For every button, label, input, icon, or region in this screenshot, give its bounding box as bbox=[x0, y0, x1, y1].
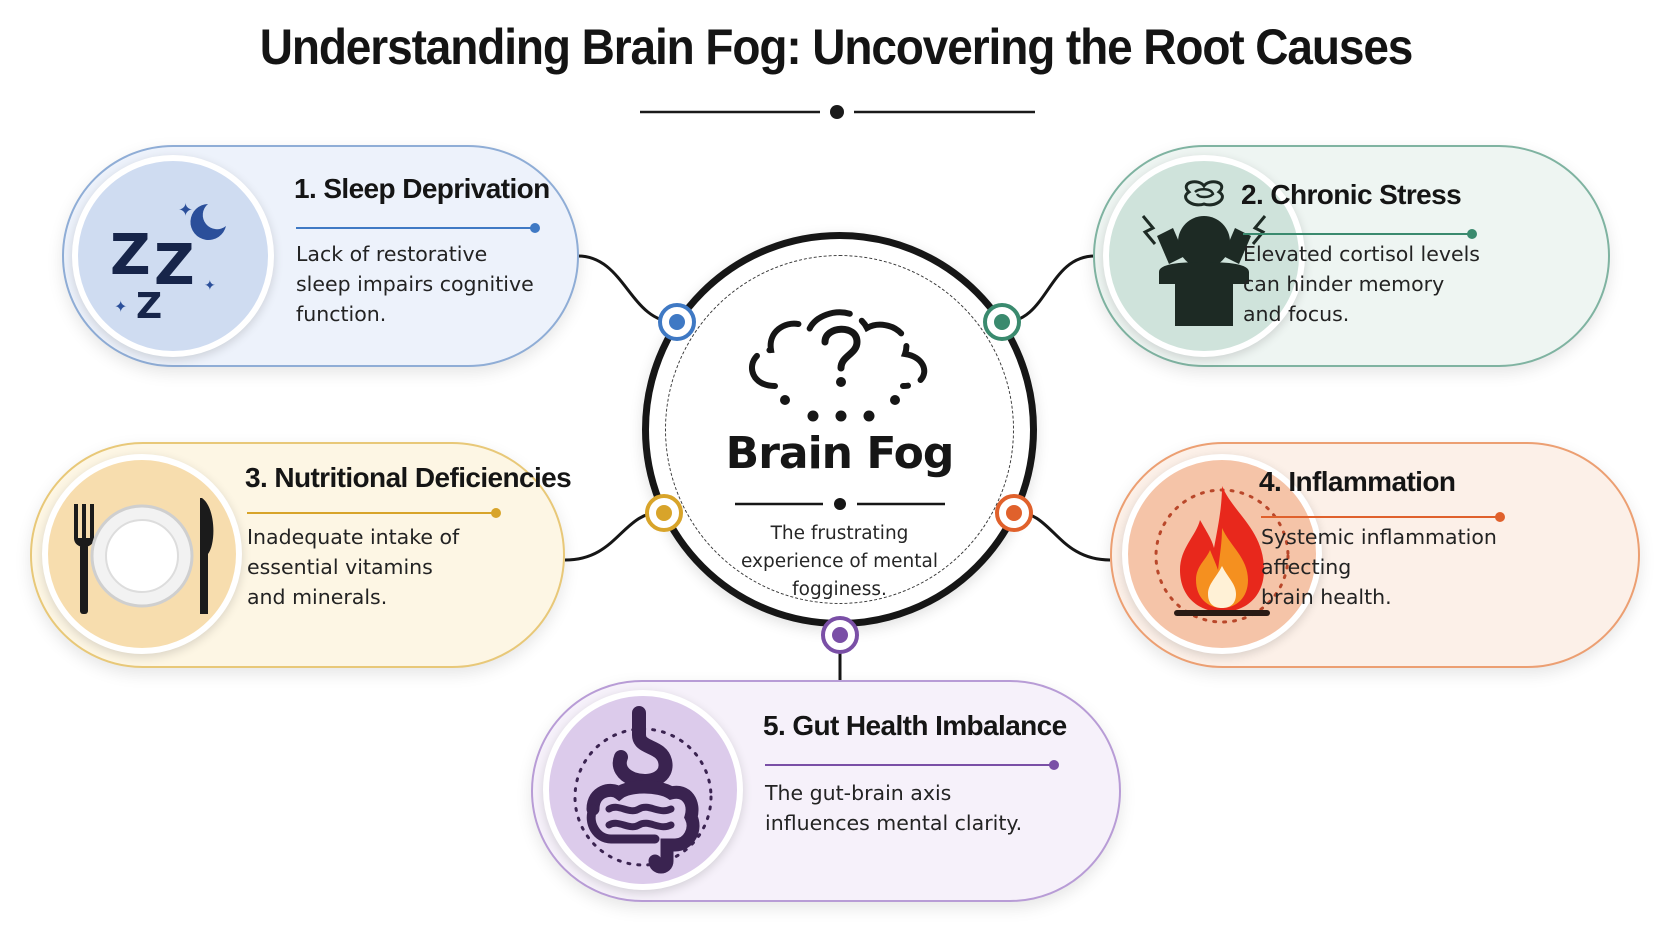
node-inflammation bbox=[995, 494, 1033, 532]
svg-text:Z: Z bbox=[136, 286, 162, 326]
svg-text:Z: Z bbox=[154, 233, 195, 298]
card-rule bbox=[1243, 229, 1477, 239]
card-rule bbox=[765, 760, 1059, 770]
cause-card-inflammation: 4. Inflammation Systemic inflammation af… bbox=[1110, 442, 1640, 668]
node-sleep bbox=[658, 303, 696, 341]
node-gut bbox=[821, 616, 859, 654]
cause-card-gut-health-imbalance: 5. Gut Health Imbalance The gut-brain ax… bbox=[531, 680, 1121, 902]
cause-card-chronic-stress: 2. Chronic Stress Elevated cortisol leve… bbox=[1093, 145, 1610, 367]
cause-card-nutritional-deficiencies: 3. Nutritional Deficiencies Inadequate i… bbox=[30, 442, 572, 668]
svg-text:✦: ✦ bbox=[204, 278, 216, 294]
card-description: Elevated cortisol levels can hinder memo… bbox=[1243, 242, 1480, 326]
card-description: Systemic inflammation affecting brain he… bbox=[1261, 525, 1497, 609]
plate-cutlery-icon bbox=[42, 454, 242, 654]
svg-text:✦: ✦ bbox=[178, 200, 193, 221]
card-rule bbox=[1261, 512, 1505, 522]
node-stress bbox=[983, 303, 1021, 341]
card-title: 5. Gut Health Imbalance bbox=[763, 710, 1067, 741]
flame-icon bbox=[1122, 454, 1322, 654]
hub-description: The frustrating experience of mental fog… bbox=[741, 523, 938, 600]
node-nutrition bbox=[645, 494, 683, 532]
title-divider bbox=[640, 105, 1035, 119]
digestive-system-icon bbox=[543, 690, 743, 890]
card-title: 1. Sleep Deprivation bbox=[294, 173, 550, 204]
card-description: Inadequate intake of essential vitamins … bbox=[247, 525, 460, 609]
card-title: 3. Nutritional Deficiencies bbox=[245, 462, 572, 493]
card-rule bbox=[247, 508, 501, 518]
card-description: The gut-brain axis influences mental cla… bbox=[765, 781, 1023, 835]
page-title: Understanding Brain Fog: Uncovering the … bbox=[259, 19, 1414, 75]
card-title: 4. Inflammation bbox=[1259, 466, 1456, 497]
svg-text:✦: ✦ bbox=[114, 297, 127, 316]
hub-divider bbox=[735, 498, 945, 510]
hub-title: Brain Fog bbox=[725, 428, 955, 479]
stressed-person-icon bbox=[1103, 155, 1305, 357]
card-rule bbox=[296, 223, 540, 233]
svg-text:Z: Z bbox=[110, 223, 151, 288]
hub-dashed-ring bbox=[665, 255, 1014, 604]
cause-card-sleep-deprivation: Z Z Z ✦ ✦ ✦ 1. Sleep Deprivation Lack of… bbox=[62, 145, 579, 367]
card-description: Lack of restorative sleep impairs cognit… bbox=[296, 242, 534, 326]
sleep-zzz-icon: Z Z Z ✦ ✦ ✦ bbox=[72, 155, 274, 357]
card-title: 2. Chronic Stress bbox=[1241, 179, 1462, 210]
question-cloud-icon bbox=[749, 309, 928, 422]
